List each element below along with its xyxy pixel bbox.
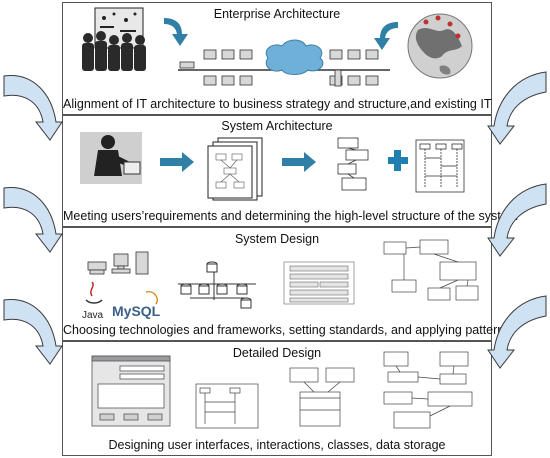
sequence-diagram-icon [415, 139, 465, 193]
globe-icon [407, 13, 473, 79]
layer-title: System Design [234, 232, 320, 246]
database-schema-icon [178, 261, 256, 309]
blue-arrow-icon [282, 152, 316, 172]
layer-title: System Architecture [221, 119, 333, 133]
plus-icon [388, 150, 408, 171]
layer-title: Enterprise Architecture [213, 7, 341, 21]
layer-caption: Meeting users’requirements and determini… [63, 209, 519, 223]
layer-caption: Choosing technologies and frameworks, se… [63, 323, 511, 337]
layer-caption: Alignment of IT architecture to business… [63, 97, 492, 111]
curved-arrow-up-icon [487, 71, 547, 145]
interaction-diagram-icon [195, 383, 259, 429]
class-diagram-icon [383, 239, 479, 301]
blue-arrow-icon [374, 22, 398, 50]
blue-arrow-icon [164, 18, 188, 46]
network-cloud-icon [178, 39, 390, 87]
java-logo: Java [82, 281, 104, 321]
screen-mockup-icon [91, 355, 171, 427]
curved-arrow-up-icon [487, 183, 547, 257]
layer-title: Detailed Design [232, 346, 322, 360]
uml-diagram-icon [337, 137, 369, 191]
document-stack-icon [207, 137, 263, 201]
curved-arrows-right [487, 71, 547, 369]
curved-arrow-down-icon [3, 187, 63, 253]
boardroom-people-icon [82, 7, 146, 71]
blue-arrow-icon [160, 152, 194, 172]
java-label: Java [82, 310, 104, 321]
class-detail-icon [289, 367, 355, 427]
data-storage-diagram-icon [383, 351, 473, 429]
mysql-logo: MySQL [112, 291, 161, 319]
layer-caption: Designing user interfaces, interactions,… [108, 438, 446, 452]
server-icon [87, 251, 149, 275]
user-at-laptop-icon [80, 132, 142, 184]
curved-arrow-up-icon [487, 295, 547, 369]
mysql-label: MySQL [112, 303, 161, 319]
layered-architecture-icon [283, 261, 355, 305]
curved-arrow-down-icon [3, 75, 63, 141]
curved-arrow-down-icon [3, 299, 63, 365]
curved-arrows-left [3, 75, 63, 365]
